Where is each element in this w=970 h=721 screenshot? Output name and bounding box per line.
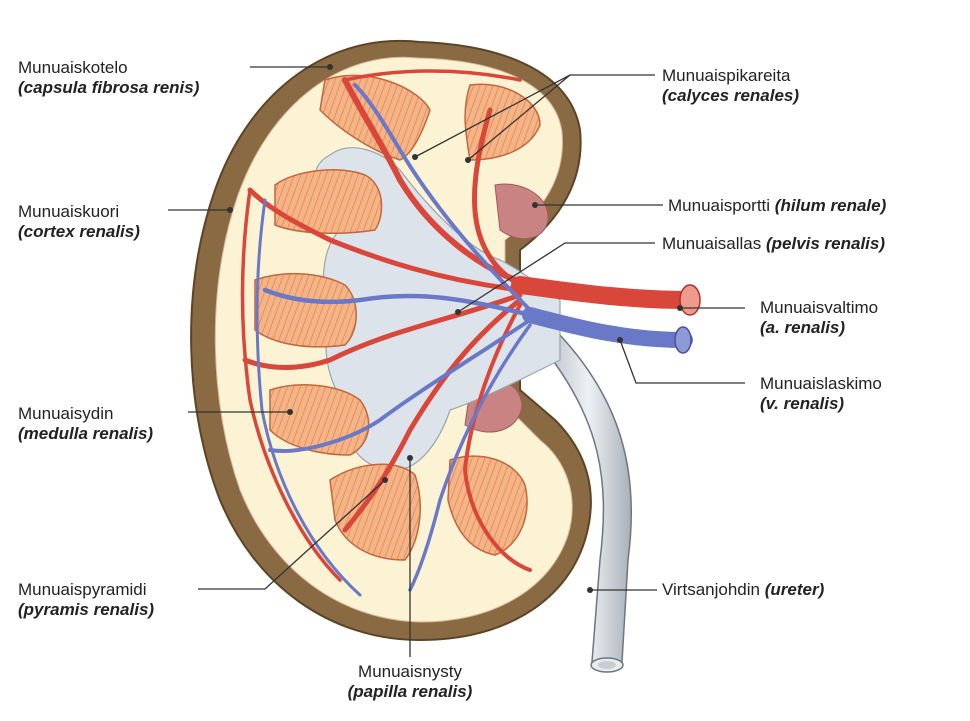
label-ureter: Virtsanjohdin (ureter) (662, 580, 824, 600)
pyramid (275, 170, 382, 233)
label-calyces: Munuaispikareita (calyces renales) (662, 66, 799, 106)
label-medulla: Munuaisydin (medulla renalis) (18, 404, 153, 444)
label-pyramid: Munuaispyramidi (pyramis renalis) (18, 580, 154, 620)
vein-lumen (675, 327, 691, 353)
artery-lumen (680, 285, 700, 315)
label-pelvis: Munuaisallas (pelvis renalis) (662, 234, 885, 254)
label-hilum: Munuaisportti (hilum renale) (668, 196, 886, 216)
label-capsule: Munuaiskotelo (capsula fibrosa renis) (18, 58, 199, 98)
label-papilla: Munuaisnysty (papilla renalis) (340, 662, 480, 702)
label-artery: Munuaisvaltimo (a. renalis) (760, 298, 878, 338)
label-vein: Munuaislaskimo (v. renalis) (760, 374, 882, 414)
label-cortex: Munuaiskuori (cortex renalis) (18, 202, 140, 242)
pyramid (255, 274, 356, 347)
